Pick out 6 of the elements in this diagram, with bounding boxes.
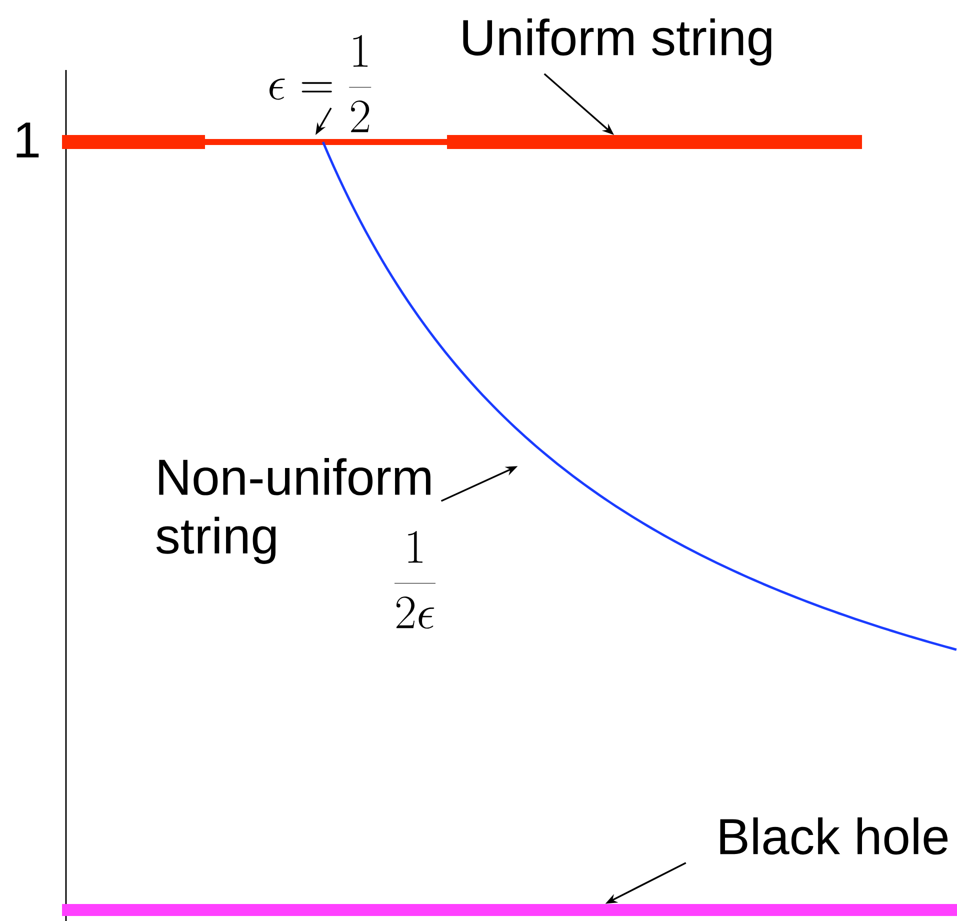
- formula-label: $\epsilon = \frac{1}{2}$: [270, 35, 372, 132]
- line-label: Black hole: [720, 817, 948, 855]
- formula-label: $\frac{1}{2\epsilon}$: [394, 531, 436, 629]
- horizontal-line: [62, 135, 862, 149]
- line-label: Uniform string: [463, 18, 772, 66]
- horizontal-line: [62, 904, 957, 916]
